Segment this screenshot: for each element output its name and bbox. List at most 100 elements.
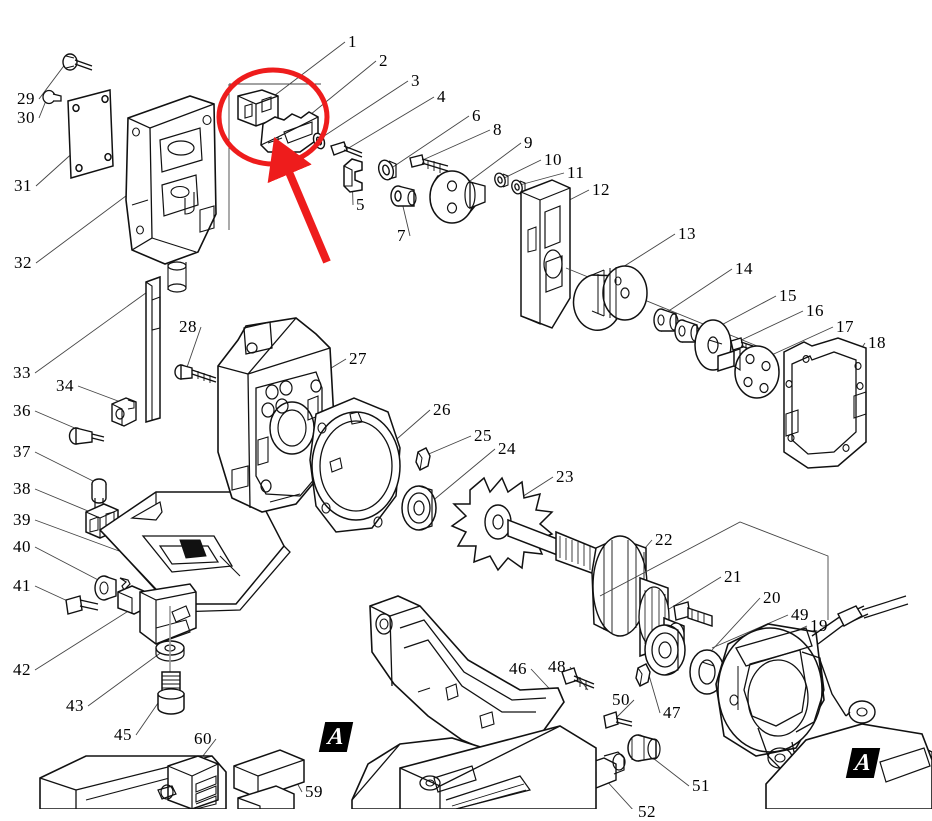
part-number-30: 30 — [17, 108, 35, 127]
leader-line-37 — [34, 451, 98, 484]
part-number-23: 23 — [556, 467, 574, 486]
reference-marker-label: A — [326, 723, 346, 750]
part-number-36: 36 — [13, 401, 31, 420]
part-number-8: 8 — [493, 120, 502, 139]
leader-line-33 — [34, 289, 151, 374]
leader-line-3 — [317, 80, 409, 141]
part-37-roller-pin — [91, 478, 107, 509]
part-number-31: 31 — [14, 176, 32, 195]
part-19-motor-leads — [811, 595, 909, 724]
leader-line-24 — [423, 448, 496, 509]
part-31-cover-plate — [67, 89, 114, 179]
part-number-27: 27 — [349, 349, 367, 368]
part-number-24: 24 — [498, 439, 516, 458]
leader-line-2 — [304, 60, 377, 120]
part-50-screw — [603, 711, 633, 729]
leader-line-39 — [34, 519, 120, 552]
part-14-bearing-a — [653, 308, 679, 332]
part-21-screw — [673, 601, 713, 627]
part-number-38: 38 — [13, 479, 31, 498]
part-45-bolt — [157, 671, 185, 715]
part-number-26: 26 — [433, 400, 451, 419]
part-17-crank-flange — [717, 345, 780, 399]
part-36-screw — [68, 427, 105, 445]
leader-line-16 — [734, 310, 804, 344]
part-number-3: 3 — [411, 71, 420, 90]
part-number-12: 12 — [592, 180, 610, 199]
part-number-59: 59 — [305, 782, 323, 801]
part-59-block — [233, 749, 305, 799]
part-5-bracket — [343, 158, 363, 193]
part-number-5: 5 — [356, 195, 365, 214]
leader-line-11 — [515, 172, 565, 187]
leader-line-17 — [764, 326, 834, 359]
part-number-48: 48 — [548, 657, 566, 676]
part-27-motor-housing — [217, 317, 335, 513]
part-41-screw — [65, 595, 99, 615]
part-number-37: 37 — [13, 442, 31, 461]
part-number-29: 29 — [17, 89, 35, 108]
part-small-block — [237, 785, 295, 809]
part-number-52: 52 — [638, 802, 656, 821]
part-10-washer — [494, 172, 509, 188]
leader-line-6 — [389, 115, 470, 170]
part-number-45: 45 — [114, 725, 132, 744]
part-number-14: 14 — [735, 259, 753, 278]
part-number-34: 34 — [56, 376, 74, 395]
part-number-20: 20 — [763, 588, 781, 607]
part-14-bearing-b — [674, 319, 700, 343]
part-42-guide-holder — [117, 583, 197, 645]
part-30-nut — [42, 89, 62, 105]
part-29-screw — [62, 53, 93, 71]
part-number-51: 51 — [692, 776, 710, 795]
part-19-stator-field — [715, 623, 825, 771]
part-number-25: 25 — [474, 426, 492, 445]
leader-line-42 — [34, 609, 131, 671]
leader-line-25 — [423, 435, 472, 457]
leader-line-52 — [603, 777, 633, 809]
part-60-switch-unit — [157, 755, 219, 809]
part-number-2: 2 — [379, 51, 388, 70]
part-number-7: 7 — [397, 226, 406, 245]
part-number-4: 4 — [437, 87, 446, 106]
part-number-47: 47 — [663, 703, 681, 722]
part-4-screw — [330, 141, 363, 158]
part-number-60: 60 — [194, 729, 212, 748]
part-6-washer — [377, 159, 397, 181]
part-number-22: 22 — [655, 530, 673, 549]
part-number-43: 43 — [66, 696, 84, 715]
part-33-guide-rod — [145, 275, 161, 423]
part-number-46: 46 — [509, 659, 527, 678]
leader-line-8 — [415, 129, 491, 164]
part-number-32: 32 — [14, 253, 32, 272]
part-46-handle-housing — [369, 595, 565, 753]
part-32-gear-housing — [125, 95, 217, 293]
part-25-key — [415, 447, 431, 471]
part-22-bearing — [644, 624, 686, 676]
part-number-21: 21 — [724, 567, 742, 586]
part-number-13: 13 — [678, 224, 696, 243]
highlight-arrow — [267, 136, 331, 264]
part-number-41: 41 — [13, 576, 31, 595]
leader-line-10 — [499, 159, 542, 181]
leader-line-20 — [711, 597, 761, 651]
leader-line-50 — [615, 699, 635, 719]
group-reference-line — [599, 521, 829, 620]
leader-line-28 — [184, 326, 202, 374]
part-number-6: 6 — [472, 106, 481, 125]
leader-line-14 — [657, 268, 733, 319]
part-23-armature — [450, 476, 685, 658]
part-34-collar — [111, 397, 137, 427]
part-number-28: 28 — [179, 317, 197, 336]
part-51-bushing — [627, 734, 661, 762]
part-26-fan-cover — [309, 397, 401, 533]
part-number-11: 11 — [567, 163, 585, 182]
part-number-18: 18 — [868, 333, 886, 352]
part-number-39: 39 — [13, 510, 31, 529]
reference-marker-label: A — [853, 749, 873, 776]
part-24-ball-bearing — [401, 485, 437, 531]
part-number-50: 50 — [612, 690, 630, 709]
leader-line-49 — [711, 614, 789, 649]
part-number-16: 16 — [806, 301, 824, 320]
